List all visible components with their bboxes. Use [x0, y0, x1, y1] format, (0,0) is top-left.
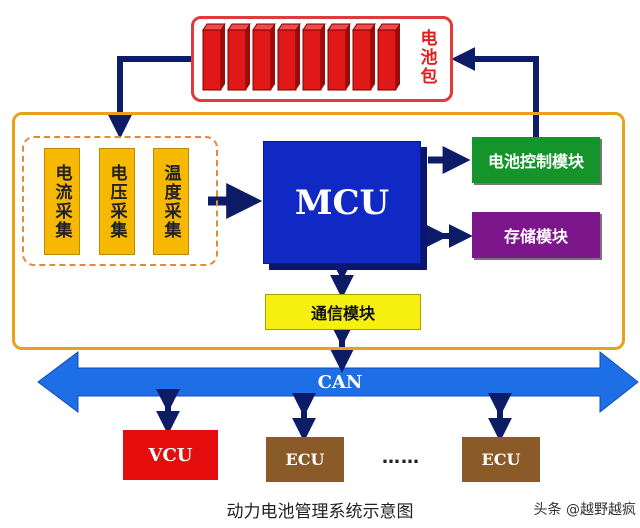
current-sensor: 电流采集 [44, 148, 80, 255]
battery-cell [377, 23, 400, 91]
source-watermark: 头条 @越野越疯 [533, 502, 636, 518]
storage-module: 存储模块 [472, 212, 600, 258]
sensor-group [22, 136, 218, 266]
diagram-caption: 动力电池管理系统示意图 [226, 501, 414, 522]
ecu-node-2: ECU [462, 437, 540, 482]
battery-pack-label: 电池包 [416, 28, 437, 86]
battery-cell [327, 23, 351, 91]
mcu-block: MCU [263, 141, 421, 264]
pack-to-sensors-arrow [108, 56, 191, 139]
can-bus-label: CAN [317, 371, 363, 393]
more-nodes-ellipsis: …… [382, 446, 420, 468]
can-bus-arrow [37, 350, 639, 414]
battery-cell [202, 23, 226, 91]
battery-cell [352, 23, 376, 91]
bms-frame [12, 112, 625, 350]
battery-control-module: 电池控制模块 [472, 137, 600, 183]
temperature-sensor: 温度采集 [153, 148, 189, 255]
battery-cell [252, 23, 276, 91]
battery-cell [302, 23, 326, 91]
ecu-node-1: ECU [266, 437, 344, 482]
battery-cells [202, 23, 400, 91]
battery-cell [227, 23, 251, 91]
vcu-node: VCU [123, 430, 218, 480]
battery-cell [277, 23, 301, 91]
voltage-sensor: 电压采集 [99, 148, 135, 255]
control-to-pack-arrow [451, 47, 539, 137]
communication-module: 通信模块 [265, 294, 421, 330]
